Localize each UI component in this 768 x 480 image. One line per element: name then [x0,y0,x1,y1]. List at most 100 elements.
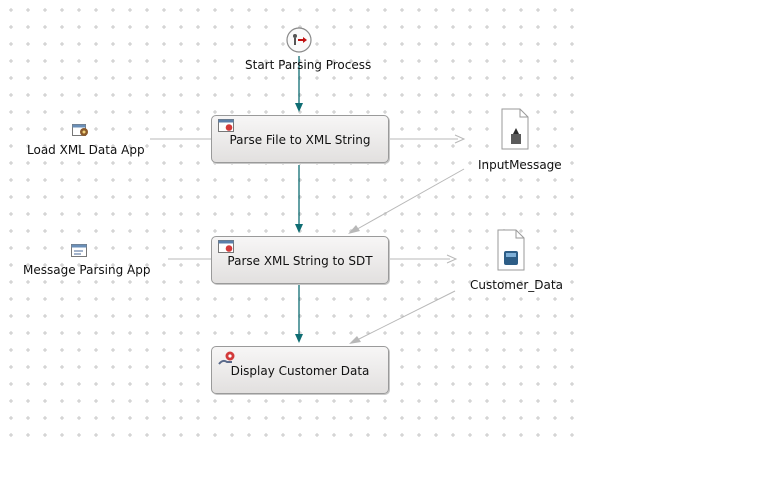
grid-mark [553,314,557,318]
data-object-customer-data[interactable] [497,229,525,271]
grid-mark [536,433,540,437]
grid-mark [468,348,472,352]
grid-mark [332,195,336,199]
assoc-customer-data-to-display[interactable] [352,290,456,343]
grid-mark [9,399,13,403]
grid-mark [570,246,574,250]
grid-mark [9,331,13,335]
grid-mark [570,229,574,233]
grid-mark [230,178,234,182]
grid-mark [179,76,183,80]
grid-mark [179,263,183,267]
grid-mark [519,399,523,403]
grid-mark [213,195,217,199]
grid-mark [162,178,166,182]
grid-mark [570,25,574,29]
load-xml-app-label: Load XML Data App [27,143,145,157]
grid-mark [536,59,540,63]
grid-mark [570,433,574,437]
grid-mark [77,365,81,369]
grid-mark [417,42,421,46]
grid-mark [26,212,30,216]
grid-mark [553,212,557,216]
grid-mark [26,8,30,12]
grid-mark [468,8,472,12]
grid-mark [77,263,81,267]
grid-mark [145,348,149,352]
message-parsing-app-node[interactable] [71,243,89,259]
grid-mark [111,25,115,29]
grid-mark [536,229,540,233]
task-app-icon [218,240,234,253]
task-parse-file[interactable]: Parse File to XML String [211,115,389,163]
grid-mark [26,433,30,437]
grid-mark [468,161,472,165]
grid-mark [77,25,81,29]
grid-mark [247,229,251,233]
grid-mark [281,399,285,403]
grid-mark [553,42,557,46]
grid-mark [400,263,404,267]
grid-mark [366,433,370,437]
grid-mark [366,25,370,29]
grid-mark [298,8,302,12]
grid-mark [145,246,149,250]
grid-mark [26,331,30,335]
grid-mark [383,76,387,80]
grid-mark [383,8,387,12]
grid-mark [468,365,472,369]
task-display-customer-data[interactable]: Display Customer Data [211,346,389,394]
assoc-customer-data-arrowhead [446,254,458,264]
grid-mark [315,331,319,335]
grid-mark [9,382,13,386]
grid-mark [553,178,557,182]
customer-data-label: Customer_Data [470,278,563,292]
grid-mark [179,297,183,301]
grid-mark [94,382,98,386]
load-xml-app-node[interactable] [72,123,90,139]
grid-mark [264,297,268,301]
grid-mark [332,297,336,301]
grid-mark [349,399,353,403]
grid-mark [281,433,285,437]
grid-mark [26,161,30,165]
grid-mark [60,195,64,199]
grid-mark [196,25,200,29]
grid-mark [9,8,13,12]
grid-mark [196,246,200,250]
grid-mark [536,331,540,335]
grid-mark [196,161,200,165]
grid-mark [60,93,64,97]
grid-mark [519,314,523,318]
grid-mark [332,433,336,437]
grid-mark [230,331,234,335]
grid-mark [553,416,557,420]
grid-mark [349,93,353,97]
grid-mark [162,76,166,80]
grid-mark [179,144,183,148]
task-parse-xml-to-sdt[interactable]: Parse XML String to SDT [211,236,389,284]
grid-mark [519,212,523,216]
grid-mark [417,161,421,165]
grid-mark [128,433,132,437]
grid-mark [247,42,251,46]
grid-mark [502,76,506,80]
grid-mark [570,263,574,267]
grid-mark [60,229,64,233]
grid-mark [332,331,336,335]
data-object-inputmessage[interactable] [501,108,529,150]
grid-mark [77,348,81,352]
grid-mark [247,178,251,182]
grid-mark [43,25,47,29]
grid-mark [196,433,200,437]
assoc-inputmessage-to-parse-sdt[interactable] [351,168,465,233]
start-event[interactable] [285,26,313,54]
grid-mark [162,246,166,250]
grid-mark [434,42,438,46]
grid-mark [111,8,115,12]
grid-mark [366,178,370,182]
grid-mark [43,348,47,352]
grid-mark [43,433,47,437]
grid-mark [332,110,336,114]
